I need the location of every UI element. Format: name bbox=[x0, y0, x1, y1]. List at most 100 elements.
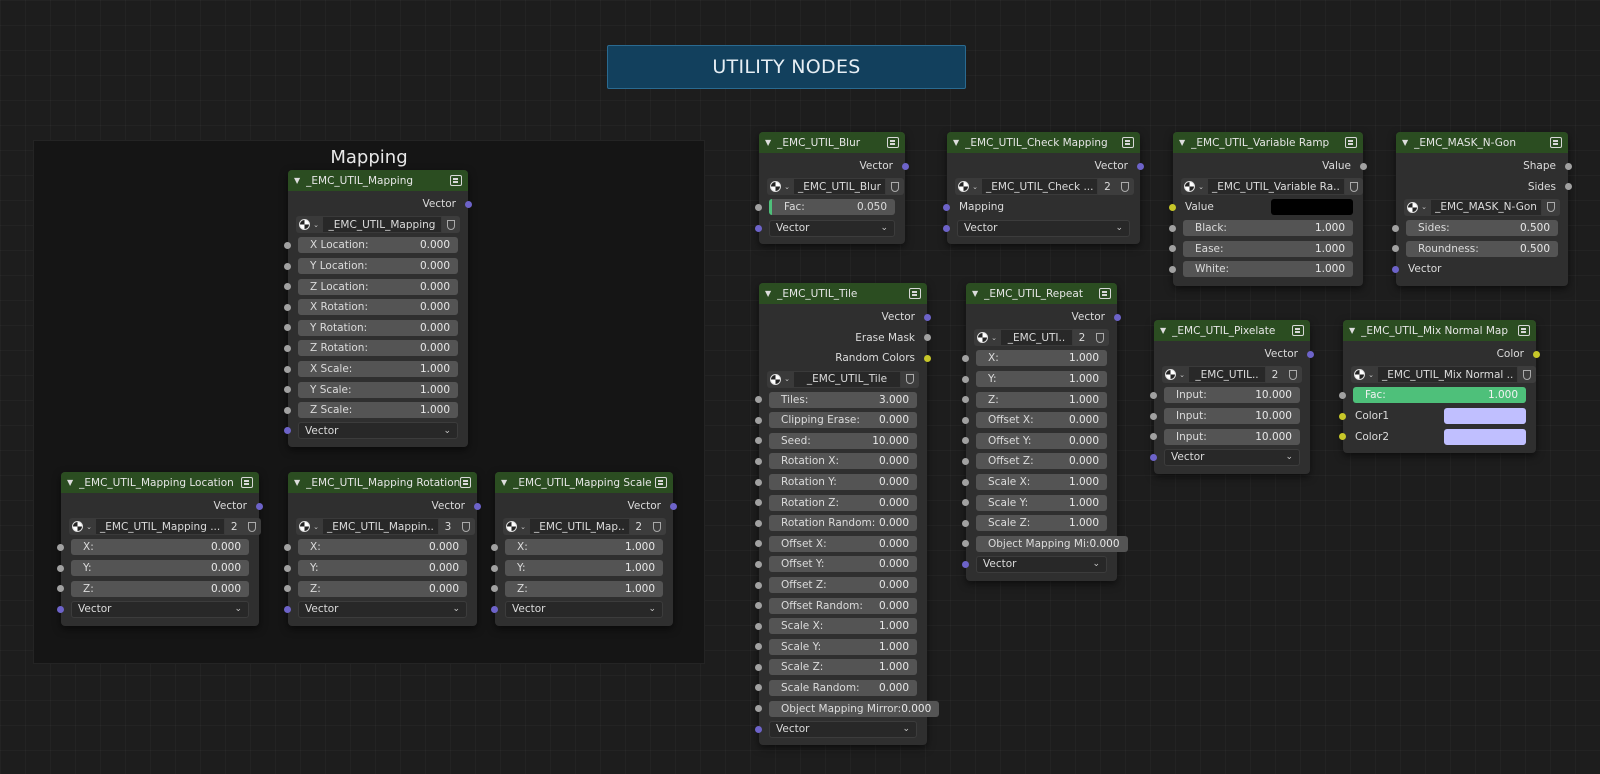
number-field[interactable]: Offset Z:0.000 bbox=[976, 453, 1107, 470]
input-socket[interactable] bbox=[491, 543, 498, 551]
number-field[interactable]: Y:1.000 bbox=[976, 371, 1107, 388]
triangle-down-icon[interactable]: ▼ bbox=[294, 478, 301, 487]
input-socket[interactable] bbox=[755, 581, 762, 589]
group-name[interactable]: _EMC_UTIL_Mapping bbox=[322, 216, 442, 234]
input-socket[interactable] bbox=[1392, 265, 1399, 273]
number-field[interactable]: X:1.000 bbox=[976, 350, 1107, 367]
input-socket[interactable] bbox=[1169, 265, 1176, 273]
input-socket[interactable] bbox=[284, 406, 291, 414]
node-header[interactable]: ▼_EMC_UTIL_Blur bbox=[759, 132, 905, 153]
shield-icon[interactable] bbox=[1284, 366, 1302, 384]
number-field[interactable]: Z:0.000 bbox=[298, 580, 467, 597]
number-field[interactable]: Rotation X:0.000 bbox=[769, 453, 917, 470]
number-field[interactable]: Seed:10.000 bbox=[769, 432, 917, 449]
number-field[interactable]: Scale Z:1.000 bbox=[976, 515, 1107, 532]
node-header[interactable]: ▼_EMC_UTIL_Mapping bbox=[288, 170, 468, 191]
shield-icon[interactable] bbox=[1091, 329, 1109, 347]
node-header[interactable]: ▼_EMC_UTIL_Check Mapping bbox=[947, 132, 1140, 153]
group-name[interactable]: _EMC_UTIL_Blur bbox=[793, 178, 886, 196]
node-tree-icon[interactable]: ⌄ bbox=[767, 370, 793, 388]
group-selector[interactable]: ⌄_EMC_UTIL_Tile bbox=[767, 370, 919, 388]
node-tree-icon[interactable]: ⌄ bbox=[69, 518, 95, 536]
output-socket[interactable] bbox=[474, 502, 481, 510]
node-variable-ramp[interactable]: ▼_EMC_UTIL_Variable Ramp Value ⌄_EMC_UTI… bbox=[1169, 132, 1367, 286]
node-group-icon[interactable] bbox=[887, 137, 899, 148]
number-field[interactable]: X Rotation:0.000 bbox=[298, 299, 458, 316]
input-socket[interactable] bbox=[284, 283, 291, 291]
output-socket[interactable] bbox=[465, 200, 472, 208]
node-mix-normal-map[interactable]: ▼_EMC_UTIL_Mix Normal Map Color ⌄_EMC_UT… bbox=[1339, 320, 1540, 453]
node-tree-icon[interactable]: ⌄ bbox=[1181, 178, 1207, 196]
node-tree-icon[interactable]: ⌄ bbox=[296, 216, 322, 234]
input-socket[interactable] bbox=[1339, 412, 1346, 420]
triangle-down-icon[interactable]: ▼ bbox=[953, 138, 960, 147]
input-socket[interactable] bbox=[962, 519, 969, 527]
number-field[interactable]: Offset Y:0.000 bbox=[769, 556, 917, 573]
number-field[interactable]: Z:1.000 bbox=[976, 391, 1107, 408]
shield-icon[interactable] bbox=[243, 518, 262, 536]
number-field[interactable]: Roundness:0.500 bbox=[1406, 240, 1558, 257]
number-field[interactable]: Scale X:1.000 bbox=[769, 618, 917, 635]
input-socket[interactable] bbox=[1169, 203, 1176, 211]
node-mapping-rotation[interactable]: ▼_EMC_UTIL_Mapping Rotation Vector ⌄_EMC… bbox=[284, 472, 481, 626]
number-field[interactable]: Scale X:1.000 bbox=[976, 474, 1107, 491]
number-field[interactable]: Offset Z:0.000 bbox=[769, 577, 917, 594]
number-field[interactable]: Rotation Random:0.000 bbox=[769, 515, 917, 532]
input-socket[interactable] bbox=[755, 622, 762, 630]
number-field[interactable]: Scale Z:1.000 bbox=[769, 659, 917, 676]
vector-select[interactable]: Vector⌄ bbox=[298, 422, 458, 440]
group-name[interactable]: _EMC_UTIL_Mix Normal .. bbox=[1377, 366, 1519, 384]
input-socket[interactable] bbox=[755, 540, 762, 548]
number-field[interactable]: X:0.000 bbox=[71, 539, 249, 556]
input-socket[interactable] bbox=[284, 303, 291, 311]
number-field[interactable]: Y Scale:1.000 bbox=[298, 381, 458, 398]
input-socket[interactable] bbox=[755, 643, 762, 651]
group-selector[interactable]: ⌄_EMC_UTIL_Map..2 bbox=[503, 518, 666, 536]
number-field[interactable]: Y:0.000 bbox=[71, 560, 249, 577]
number-field[interactable]: Z Location:0.000 bbox=[298, 278, 458, 295]
node-tree-icon[interactable]: ⌄ bbox=[1404, 198, 1430, 216]
number-field[interactable]: Z:0.000 bbox=[71, 580, 249, 597]
input-socket[interactable] bbox=[1150, 391, 1157, 399]
input-socket[interactable] bbox=[1150, 453, 1157, 461]
node-ngon[interactable]: ▼_EMC_MASK_N-Gon Shape Sides ⌄_EMC_MASK_… bbox=[1392, 132, 1572, 286]
node-group-icon[interactable] bbox=[1345, 137, 1357, 148]
output-socket[interactable] bbox=[1565, 183, 1572, 191]
node-mapping[interactable]: ▼_EMC_UTIL_Mapping Vector ⌄_EMC_UTIL_Map… bbox=[284, 170, 472, 448]
input-socket[interactable] bbox=[962, 375, 969, 383]
node-header[interactable]: ▼_EMC_UTIL_Mapping Scale bbox=[495, 472, 673, 493]
number-field[interactable]: Offset X:0.000 bbox=[976, 412, 1107, 429]
input-socket[interactable] bbox=[962, 416, 969, 424]
input-socket[interactable] bbox=[284, 543, 291, 551]
output-socket[interactable] bbox=[256, 502, 263, 510]
shield-icon[interactable] bbox=[885, 178, 904, 196]
node-pixelate[interactable]: ▼_EMC_UTIL_Pixelate Vector ⌄_EMC_UTIL..2… bbox=[1150, 320, 1314, 474]
node-group-icon[interactable] bbox=[1122, 137, 1134, 148]
node-tree-icon[interactable]: ⌄ bbox=[767, 178, 793, 196]
group-name[interactable]: _EMC_UTIL_Tile bbox=[793, 370, 901, 388]
number-field[interactable]: Rotation Y:0.000 bbox=[769, 474, 917, 491]
number-field[interactable]: Scale Y:1.000 bbox=[769, 638, 917, 655]
number-field[interactable]: Y:0.000 bbox=[298, 560, 467, 577]
number-field[interactable]: Clipping Erase:0.000 bbox=[769, 412, 917, 429]
node-group-icon[interactable] bbox=[1550, 137, 1562, 148]
group-selector[interactable]: ⌄_EMC_MASK_N-Gon bbox=[1404, 198, 1560, 216]
vector-select[interactable]: Vector⌄ bbox=[505, 600, 663, 618]
number-field[interactable]: X Location:0.000 bbox=[298, 237, 458, 254]
input-socket[interactable] bbox=[284, 605, 291, 613]
input-socket[interactable] bbox=[1339, 433, 1346, 441]
node-header[interactable]: ▼_EMC_MASK_N-Gon bbox=[1396, 132, 1568, 153]
node-header[interactable]: ▼_EMC_UTIL_Variable Ramp bbox=[1173, 132, 1363, 153]
number-field[interactable]: Sides:0.500 bbox=[1406, 220, 1558, 237]
node-tree-icon[interactable]: ⌄ bbox=[1162, 366, 1188, 384]
input-socket[interactable] bbox=[755, 519, 762, 527]
input-socket[interactable] bbox=[755, 663, 762, 671]
output-socket[interactable] bbox=[1114, 313, 1121, 321]
user-count[interactable]: 3 bbox=[438, 518, 457, 536]
input-socket[interactable] bbox=[962, 540, 969, 548]
number-field[interactable]: Object Mapping Mirror:0.000 bbox=[769, 700, 940, 717]
node-group-icon[interactable] bbox=[241, 477, 253, 488]
group-selector[interactable]: ⌄_EMC_UTIL_Check ...2 bbox=[955, 178, 1135, 196]
input-socket[interactable] bbox=[943, 203, 950, 211]
output-socket[interactable] bbox=[670, 502, 677, 510]
